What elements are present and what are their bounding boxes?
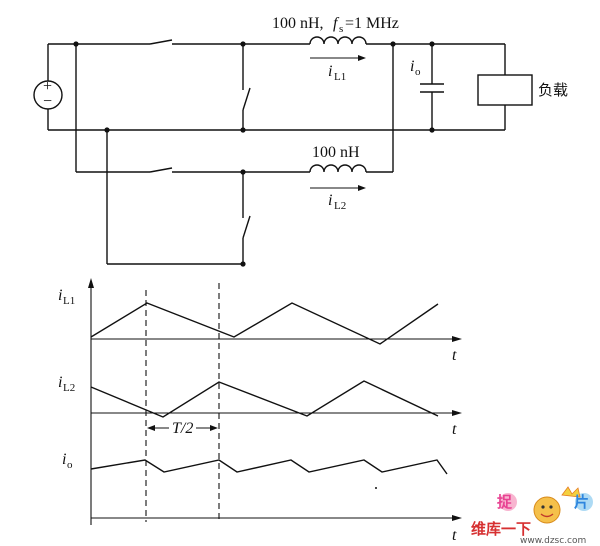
switch-3-blade xyxy=(149,167,173,173)
fs-value: =1 MHz xyxy=(345,15,399,32)
circuit: + − xyxy=(33,15,568,267)
watermark: 捉 片 维库一下 www.dzsc.com xyxy=(471,486,593,546)
il1-waveform xyxy=(90,302,439,345)
io-t-label: t xyxy=(452,527,457,544)
il1-axis-symbol: i xyxy=(58,287,62,304)
inductor2-label: 100 nH xyxy=(312,144,360,161)
il1-t-label: t xyxy=(452,347,457,364)
il2-t-label: t xyxy=(452,421,457,438)
io-waveform xyxy=(90,459,448,475)
il2-axis-subscript: L2 xyxy=(63,382,75,394)
io-axis-subscript: o xyxy=(67,459,73,471)
io-axis-symbol: i xyxy=(62,451,66,468)
il2-symbol: i xyxy=(328,192,332,209)
half-period-label: T/2 xyxy=(172,420,193,437)
switch-4-blade xyxy=(242,215,251,239)
watermark-char-top: 捉 xyxy=(497,493,513,511)
io-subscript: o xyxy=(415,66,421,78)
inductor1-label: 100 nH, xyxy=(272,15,324,32)
il2-subscript: L2 xyxy=(334,200,346,212)
inductor-l1 xyxy=(309,36,367,45)
io-symbol: i xyxy=(410,58,414,75)
voltage-source: + − xyxy=(33,44,63,130)
inductor-l2 xyxy=(309,164,367,173)
watermark-logo-icon xyxy=(499,486,593,524)
watermark-char-mid: 片 xyxy=(574,493,589,511)
fs-symbol: f xyxy=(333,15,340,32)
waveforms: t t t i L1 i L2 i o T/2 xyxy=(58,278,462,544)
il1-axis-subscript: L1 xyxy=(63,295,75,307)
il1-subscript: L1 xyxy=(334,71,346,83)
load-label: 负载 xyxy=(538,81,568,99)
switch-1-blade xyxy=(149,39,173,45)
fs-subscript: s xyxy=(339,23,343,35)
watermark-text: 维库一下 xyxy=(471,520,531,538)
il2-waveform xyxy=(90,380,439,418)
watermark-url: www.dzsc.com xyxy=(520,536,586,546)
il2-axis-symbol: i xyxy=(58,374,62,391)
source-minus-sign: − xyxy=(43,93,52,110)
source-plus-sign: + xyxy=(43,78,52,95)
load-box xyxy=(477,74,533,106)
switch-2-blade xyxy=(242,87,251,111)
il1-symbol: i xyxy=(328,63,332,80)
